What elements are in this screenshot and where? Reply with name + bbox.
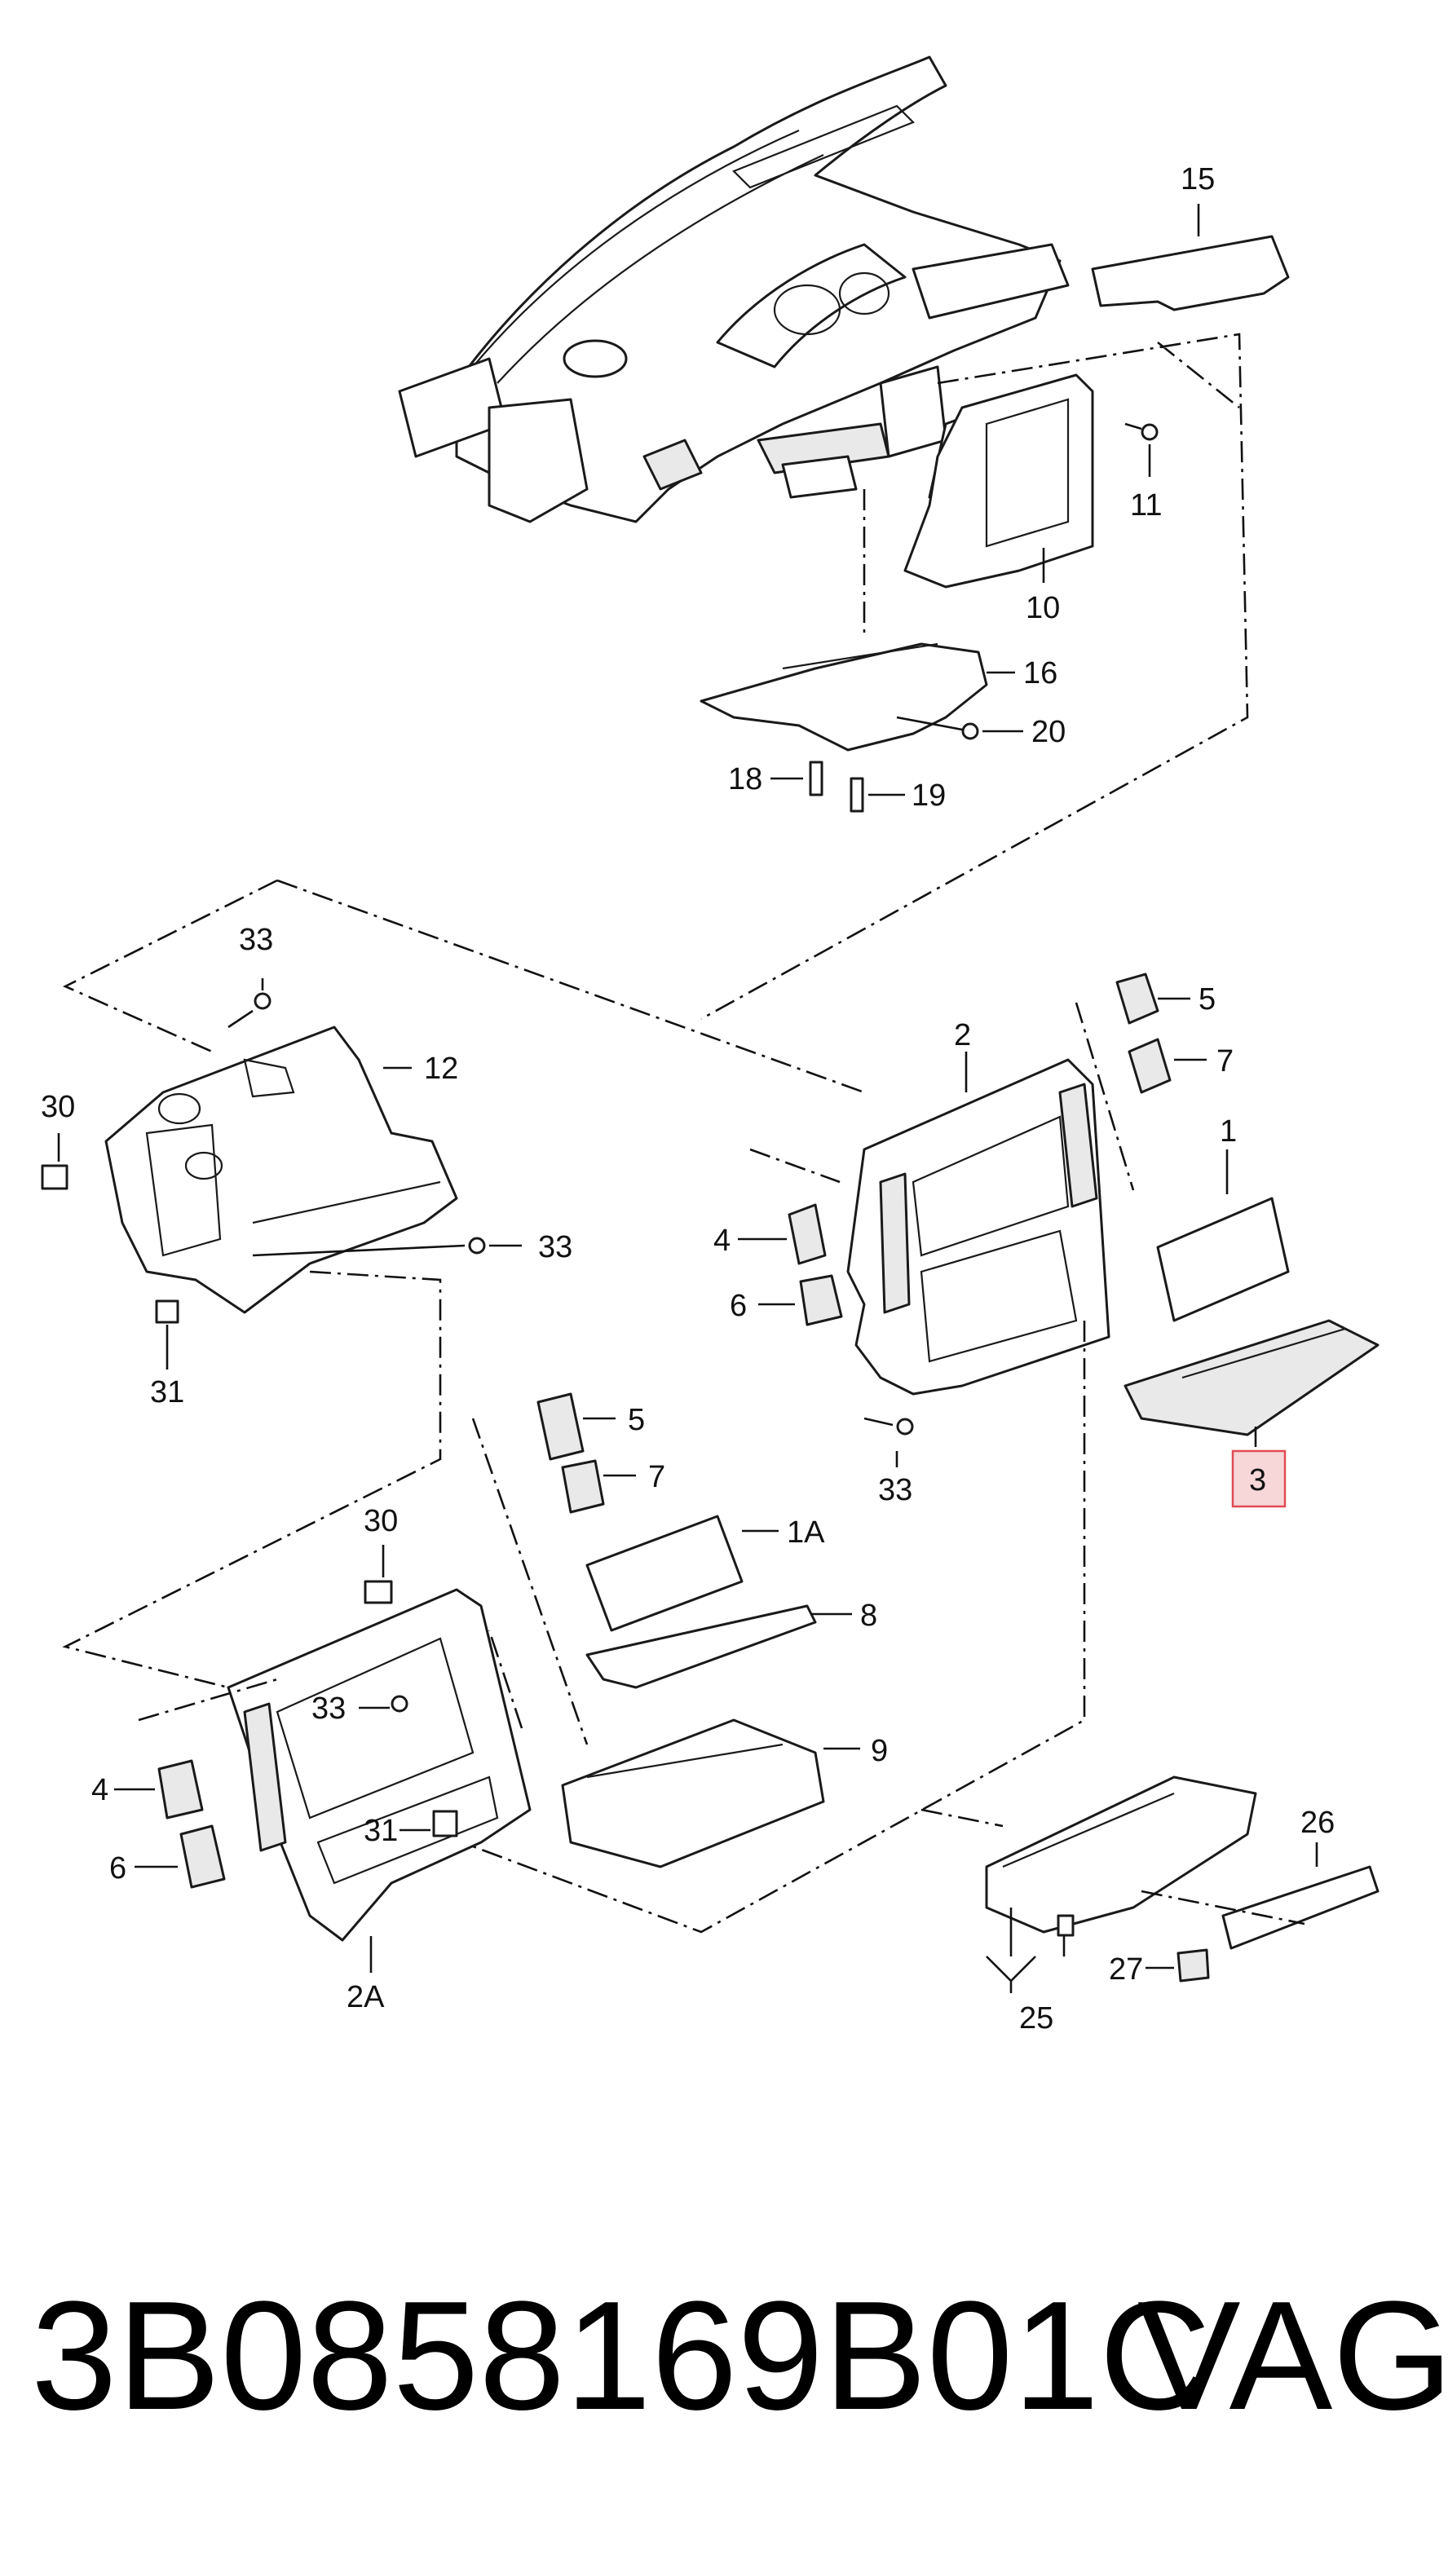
label-2: 2 bbox=[954, 1018, 971, 1052]
label-2A: 2A bbox=[347, 1980, 385, 2014]
label-1A: 1A bbox=[787, 1515, 825, 1550]
part-6-cap-a bbox=[758, 1274, 843, 1326]
part-31-clip-a bbox=[155, 1299, 179, 1370]
label-11: 11 bbox=[1130, 488, 1162, 523]
brand-text: VAG bbox=[1137, 2269, 1448, 2442]
part-27-end-cap bbox=[1146, 1948, 1210, 1983]
label-15: 15 bbox=[1181, 162, 1215, 196]
part-10-trim-frame bbox=[903, 373, 1094, 589]
part-2a-center-frame bbox=[227, 1588, 532, 1942]
label-6-a: 6 bbox=[730, 1289, 747, 1323]
part-20-screw bbox=[896, 716, 1023, 740]
part-7-cap-a bbox=[1128, 1038, 1207, 1094]
label-6-b: 6 bbox=[109, 1851, 126, 1886]
label-5-b: 5 bbox=[628, 1403, 645, 1437]
label-31-b: 31 bbox=[364, 1814, 398, 1848]
label-30-a: 30 bbox=[41, 1090, 75, 1124]
part-30-nut-a bbox=[41, 1133, 68, 1190]
part-7-cap-b bbox=[561, 1459, 636, 1514]
label-7-b: 7 bbox=[648, 1460, 665, 1494]
part-33-screw-a bbox=[227, 978, 272, 1029]
label-27: 27 bbox=[1109, 1952, 1143, 1987]
part-19-screw bbox=[850, 777, 905, 813]
label-26: 26 bbox=[1300, 1806, 1335, 1840]
part-31-clip-b bbox=[400, 1810, 458, 1837]
part-4-cap-b bbox=[114, 1759, 204, 1820]
part-2-center-frame bbox=[846, 1058, 1110, 1396]
label-25: 25 bbox=[1019, 2001, 1053, 2036]
part-4-cap-a bbox=[738, 1203, 827, 1265]
label-33-b: 33 bbox=[538, 1230, 572, 1264]
part-33-screw-b bbox=[252, 1237, 522, 1257]
part-15-drawing bbox=[1091, 235, 1290, 311]
part-12-bracket bbox=[104, 1026, 458, 1314]
part-33-screw-d bbox=[359, 1695, 408, 1713]
dash-dot-link-lines bbox=[62, 333, 1249, 1094]
label-4-b: 4 bbox=[91, 1773, 108, 1807]
label-18: 18 bbox=[728, 762, 762, 796]
label-8: 8 bbox=[860, 1599, 877, 1633]
label-3: 3 bbox=[1249, 1463, 1266, 1498]
part-1-display-panel bbox=[1156, 1149, 1290, 1322]
label-33-d: 33 bbox=[311, 1692, 346, 1726]
label-31-a: 31 bbox=[150, 1375, 184, 1409]
part-18-screw bbox=[770, 761, 823, 796]
part-26-trim-strip bbox=[1221, 1842, 1380, 1950]
part-3-storage-tray bbox=[1124, 1319, 1380, 1447]
part-16-bracket bbox=[700, 642, 988, 752]
part-33-screw-c bbox=[863, 1417, 914, 1467]
part-8-cover bbox=[585, 1604, 852, 1689]
highlight-box-part-3 bbox=[1231, 1449, 1287, 1508]
part-11-screw bbox=[1124, 422, 1159, 441]
label-9: 9 bbox=[871, 1734, 888, 1768]
label-10: 10 bbox=[1026, 591, 1060, 625]
part-30-nut-b bbox=[364, 1545, 393, 1604]
part-5-cap-a bbox=[1115, 973, 1190, 1025]
label-5-a: 5 bbox=[1199, 982, 1216, 1017]
part-number-text: 3B0858169B01C bbox=[31, 2269, 1212, 2442]
part-5-cap-b bbox=[536, 1392, 616, 1461]
label-33-c: 33 bbox=[878, 1473, 912, 1507]
part-9-radio-housing bbox=[561, 1718, 860, 1868]
label-20: 20 bbox=[1031, 715, 1066, 749]
label-33-a: 33 bbox=[239, 923, 273, 957]
part-6-cap-b bbox=[135, 1824, 226, 1889]
label-19: 19 bbox=[912, 779, 946, 813]
label-1: 1 bbox=[1220, 1114, 1237, 1149]
label-30-b: 30 bbox=[364, 1504, 398, 1538]
part-1a-display-panel bbox=[585, 1515, 779, 1632]
dashboard-drawing bbox=[398, 55, 1070, 523]
label-12: 12 bbox=[424, 1052, 458, 1086]
label-7-a: 7 bbox=[1216, 1044, 1234, 1078]
label-16: 16 bbox=[1023, 656, 1057, 690]
label-4-a: 4 bbox=[713, 1224, 731, 1258]
part-25-control-module bbox=[985, 1775, 1257, 1937]
